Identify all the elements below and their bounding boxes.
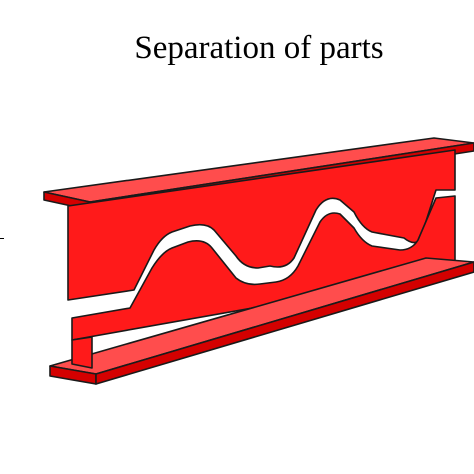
- lower-web-front-stub: [71, 336, 93, 369]
- upper-half-beam: [43, 137, 474, 301]
- upper-web: [67, 149, 456, 301]
- lower-web: [71, 195, 456, 341]
- bottom-flange-right-edge: [95, 261, 474, 385]
- lower-half-beam: [49, 195, 474, 385]
- left-edge-mark: [0, 238, 4, 239]
- diagram-title: Separation of parts: [134, 30, 384, 66]
